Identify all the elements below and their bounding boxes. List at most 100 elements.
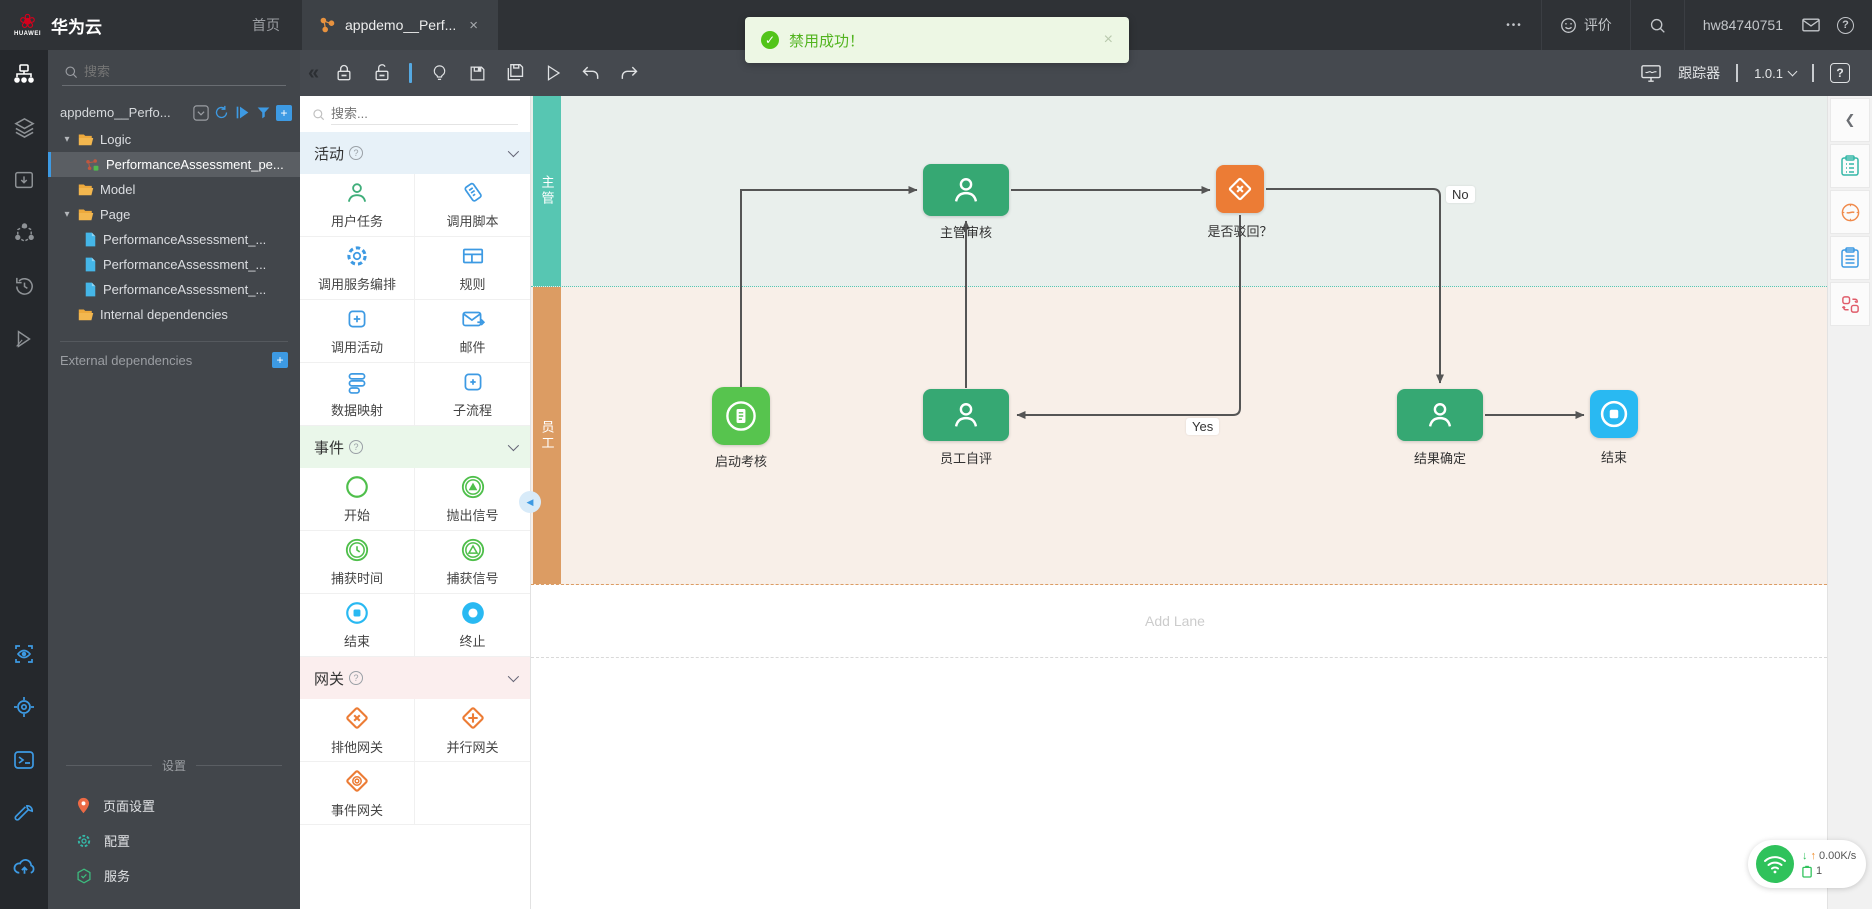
lane-supervisor-label[interactable]: 主管 — [533, 96, 561, 286]
tree-folder-logic[interactable]: ▾ Logic — [48, 127, 300, 152]
user-account[interactable]: hw84740751 ? — [1683, 0, 1872, 50]
node-user-task-self-review[interactable] — [923, 389, 1009, 441]
tree-folder-page[interactable]: ▾ Page — [48, 202, 300, 227]
palette-item-data-mapping[interactable]: 数据映射 — [300, 363, 415, 426]
swap-versions-button[interactable] — [1830, 282, 1870, 326]
lane-supervisor[interactable]: 主管 — [531, 96, 1827, 287]
add-item-icon[interactable]: + — [276, 104, 292, 121]
palette-item-catch-signal[interactable]: 捕获信号 — [415, 531, 530, 594]
collapse-select-icon[interactable] — [192, 104, 209, 121]
app-structure-icon[interactable] — [9, 60, 39, 88]
add-external-dependency-icon[interactable]: + — [272, 352, 288, 368]
save-all-icon[interactable] — [499, 58, 531, 88]
tree-item-flow-selected[interactable]: PerformanceAssessment_pe... — [48, 152, 300, 177]
menu-page-settings[interactable]: 页面设置 — [48, 788, 300, 823]
debug-icon[interactable] — [9, 325, 39, 353]
explorer-search-input[interactable] — [62, 60, 286, 86]
palette-search-input[interactable] — [331, 103, 518, 125]
palette-item-start[interactable]: 开始 — [300, 468, 415, 531]
down-arrow-icon: ↓ — [1802, 849, 1808, 862]
palette-item-user-task[interactable]: 用户任务 — [300, 174, 415, 237]
layers-icon[interactable] — [9, 113, 39, 141]
node-end-event[interactable] — [1590, 390, 1638, 438]
palette-item-call-activity[interactable]: 调用活动 — [300, 300, 415, 363]
redo-icon[interactable] — [613, 58, 645, 88]
mail-icon[interactable] — [1802, 18, 1820, 32]
tree-item-page-file[interactable]: PerformanceAssessment_... — [48, 277, 300, 302]
palette-item-parallel-gateway[interactable]: 并行网关 — [415, 699, 530, 762]
section-activities[interactable]: 活动? — [300, 132, 530, 174]
palette-collapse-handle[interactable]: ◀ — [519, 491, 541, 513]
palette-item-throw-signal[interactable]: 抛出信号 — [415, 468, 530, 531]
palette-item-end[interactable]: 结束 — [300, 594, 415, 657]
preview-eye-icon[interactable] — [9, 640, 39, 668]
palette-item-terminate[interactable]: 终止 — [415, 594, 530, 657]
save-icon[interactable] — [461, 58, 493, 88]
collapse-right-panel[interactable]: ❮ — [1830, 98, 1870, 142]
search-button[interactable] — [1629, 0, 1684, 50]
palette-item-event-gateway[interactable]: 事件网关 — [300, 762, 415, 825]
palette-item-call-script[interactable]: 调用脚本 — [415, 174, 530, 237]
properties-clipboard-button[interactable] — [1830, 144, 1870, 188]
expander-icon[interactable]: ▾ — [64, 209, 70, 220]
console-icon[interactable] — [9, 746, 39, 774]
bpmn-canvas[interactable]: 主管 员工 Add Lane — [531, 96, 1827, 909]
chevron-left-icon: ❮ — [1844, 112, 1856, 127]
palette-item-mail[interactable]: 邮件 — [415, 300, 530, 363]
palette-item-exclusive-gateway[interactable]: 排他网关 — [300, 699, 415, 762]
section-gateways[interactable]: 网关? — [300, 657, 530, 699]
history-icon[interactable] — [9, 272, 39, 300]
hint-bulb-icon[interactable] — [423, 58, 455, 88]
version-select[interactable]: 1.0.1 — [1754, 66, 1798, 81]
lock-icon[interactable] — [328, 58, 360, 88]
tab-app[interactable]: appdemo__Perf... × — [302, 0, 498, 50]
menu-services[interactable]: 服务 — [48, 858, 300, 893]
dependency-graph-icon[interactable] — [9, 219, 39, 247]
node-start-event[interactable] — [712, 387, 770, 445]
tree-folder-internal-deps[interactable]: Internal dependencies — [48, 302, 300, 327]
section-title: 事件 — [314, 439, 345, 457]
palette-item-catch-timer[interactable]: 捕获时间 — [300, 531, 415, 594]
notes-clipboard-button[interactable] — [1830, 236, 1870, 280]
filter-icon[interactable] — [255, 104, 272, 121]
more-menu-button[interactable]: ••• — [1488, 0, 1541, 50]
tree-item-page-file[interactable]: PerformanceAssessment_... — [48, 227, 300, 252]
folder-open-icon — [78, 134, 94, 146]
run-icon[interactable] — [234, 104, 251, 121]
monitor-icon[interactable] — [1640, 64, 1662, 83]
edge-label-yes[interactable]: Yes — [1186, 418, 1220, 435]
help-box-icon[interactable]: ? — [1830, 63, 1850, 83]
palette-item-rule[interactable]: 规则 — [415, 237, 530, 300]
tree-folder-model[interactable]: Model — [48, 177, 300, 202]
node-user-task-review[interactable] — [923, 164, 1009, 216]
locate-target-icon[interactable] — [9, 693, 39, 721]
palette-item-label: 用户任务 — [330, 214, 383, 229]
feedback-button[interactable]: 评价 — [1540, 0, 1630, 50]
add-lane-zone[interactable]: Add Lane — [531, 585, 1827, 658]
home-link[interactable]: 首页 — [252, 17, 280, 33]
help-icon[interactable]: ? — [1837, 16, 1854, 34]
run-play-icon[interactable] — [537, 58, 569, 88]
refresh-icon[interactable] — [213, 104, 230, 121]
toast-close-icon[interactable]: × — [1103, 31, 1113, 48]
tree-item-page-file[interactable]: PerformanceAssessment_... — [48, 252, 300, 277]
node-exclusive-gateway[interactable] — [1216, 165, 1264, 213]
menu-config[interactable]: 配置 — [48, 823, 300, 858]
edge-label-no[interactable]: No — [1446, 186, 1475, 203]
network-status-widget[interactable]: ↓↑0.00K/s 1 — [1748, 840, 1866, 888]
install-box-icon[interactable] — [9, 166, 39, 194]
tab-close-icon[interactable]: × — [469, 16, 479, 34]
wrench-icon[interactable] — [9, 799, 39, 827]
tracker-label[interactable]: 跟踪器 — [1678, 65, 1721, 81]
expander-icon[interactable]: ▾ — [64, 134, 70, 145]
cloud-upload-icon[interactable] — [9, 852, 39, 880]
section-events[interactable]: 事件? — [300, 426, 530, 468]
undo-icon[interactable] — [575, 58, 607, 88]
palette-item-call-orchestration[interactable]: 调用服务编排 — [300, 237, 415, 300]
unlock-icon[interactable] — [366, 58, 398, 88]
timer-settings-button[interactable] — [1830, 190, 1870, 234]
collapse-panel-icon[interactable]: « — [308, 61, 320, 84]
palette-item-subprocess[interactable]: 子流程 — [415, 363, 530, 426]
lane-employee-label[interactable]: 员工 — [533, 287, 561, 584]
node-user-task-confirm[interactable] — [1397, 389, 1483, 441]
